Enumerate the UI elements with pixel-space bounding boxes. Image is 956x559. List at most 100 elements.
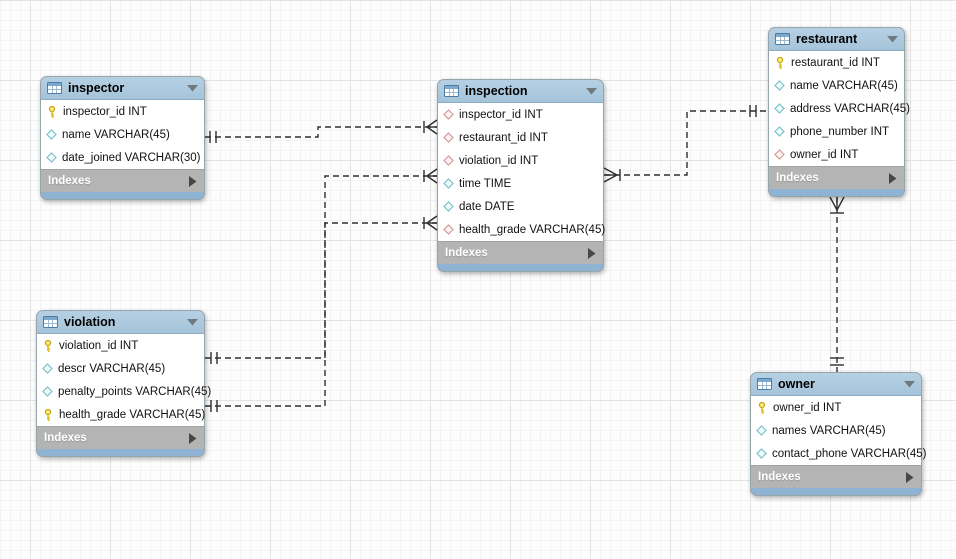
relationship-inspector-inspection[interactable] (205, 119, 438, 143)
primary-key-icon (46, 105, 58, 118)
table-columns-owner: owner_id INT names VARCHAR(45) contact_pho… (751, 396, 926, 465)
column-row[interactable]: owner_id INT (769, 143, 904, 166)
relationship-line[interactable] (205, 126, 437, 138)
indexes-bar-inspector[interactable]: Indexes (41, 169, 204, 192)
table-icon (47, 82, 62, 94)
column-label: phone_number INT (790, 125, 890, 138)
column-row[interactable]: health_grade VARCHAR(45) (37, 403, 206, 426)
column-icon (774, 103, 785, 114)
collapse-arrow-icon[interactable] (904, 380, 915, 388)
indexes-label: Indexes (758, 471, 801, 483)
collapse-arrow-icon[interactable] (887, 35, 898, 43)
column-row[interactable]: violation_id INT (37, 334, 204, 357)
table-inspector[interactable]: inspector inspector_id INT name VARCHAR(45… (40, 76, 205, 200)
table-inspection[interactable]: inspection inspector_id INT restaurant_id … (437, 79, 605, 272)
relationship-line[interactable] (205, 175, 437, 359)
table-title: inspection (465, 84, 528, 98)
column-label: date_joined VARCHAR(30) (62, 151, 201, 164)
column-row[interactable]: name VARCHAR(45) (41, 123, 204, 146)
column-row[interactable]: owner_id INT (751, 396, 921, 419)
column-row[interactable]: name VARCHAR(45) (769, 74, 904, 97)
indexes-bar-restaurant[interactable]: Indexes (769, 166, 904, 189)
relationship-violation-inspection-1[interactable] (205, 168, 438, 364)
table-header-restaurant[interactable]: restaurant (769, 28, 904, 51)
table-title: violation (64, 315, 116, 329)
column-row[interactable]: names VARCHAR(45) (751, 419, 921, 442)
primary-key-icon (756, 401, 768, 414)
table-header-inspector[interactable]: inspector (41, 77, 204, 100)
indexes-label: Indexes (445, 247, 488, 259)
collapse-arrow-icon[interactable] (187, 84, 198, 92)
foreign-key-icon (774, 149, 785, 160)
expand-arrow-icon[interactable] (189, 175, 197, 187)
column-row[interactable]: inspector_id INT (438, 103, 603, 126)
column-row[interactable]: inspector_id INT (41, 100, 204, 123)
column-row[interactable]: phone_number INT (769, 120, 904, 143)
column-icon (756, 448, 767, 459)
expand-arrow-icon[interactable] (889, 172, 897, 184)
column-label: time TIME (459, 177, 512, 190)
column-label: name VARCHAR(45) (62, 128, 170, 141)
column-row[interactable]: restaurant_id INT (438, 126, 603, 149)
indexes-label: Indexes (44, 432, 87, 444)
column-row[interactable]: date DATE (438, 195, 603, 218)
column-row[interactable]: violation_id INT (438, 149, 603, 172)
expand-arrow-icon[interactable] (588, 247, 596, 259)
table-title: inspector (68, 81, 125, 95)
table-columns-inspection: inspector_id INT restaurant_id INT violati… (438, 103, 605, 241)
expand-arrow-icon[interactable] (906, 471, 914, 483)
column-icon (774, 126, 785, 137)
column-label: owner_id INT (790, 148, 859, 161)
column-icon (443, 178, 454, 189)
table-header-violation[interactable]: violation (37, 311, 204, 334)
column-icon (756, 425, 767, 436)
primary-key-icon (774, 56, 786, 69)
table-icon (757, 378, 772, 390)
indexes-bar-owner[interactable]: Indexes (751, 465, 921, 488)
table-header-inspection[interactable]: inspection (438, 80, 603, 103)
column-label: contact_phone VARCHAR(45) (772, 447, 927, 460)
column-label: restaurant_id INT (459, 131, 548, 144)
column-row[interactable]: penalty_points VARCHAR(45) (37, 380, 211, 403)
column-row[interactable]: date_joined VARCHAR(30) (41, 146, 204, 169)
foreign-key-icon (443, 132, 454, 143)
table-title: restaurant (796, 32, 858, 46)
column-row[interactable]: health_grade VARCHAR(45) (438, 218, 605, 241)
foreign-key-icon (443, 109, 454, 120)
column-icon (774, 80, 785, 91)
relationship-restaurant-inspection[interactable] (603, 105, 768, 183)
cardinality-glyph (426, 119, 438, 128)
column-label: violation_id INT (59, 339, 139, 352)
column-row[interactable]: time TIME (438, 172, 603, 195)
column-label: restaurant_id INT (791, 56, 880, 69)
indexes-bar-violation[interactable]: Indexes (37, 426, 204, 449)
collapse-arrow-icon[interactable] (586, 87, 597, 95)
relationship-line[interactable] (205, 222, 437, 407)
relationship-line[interactable] (604, 110, 768, 176)
column-row[interactable]: contact_phone VARCHAR(45) (751, 442, 926, 465)
primary-key-icon (42, 339, 54, 352)
column-label: descr VARCHAR(45) (58, 362, 166, 375)
cardinality-glyph (829, 196, 838, 211)
table-violation[interactable]: violation violation_id INT descr VARCHAR(4… (36, 310, 211, 457)
column-row[interactable]: address VARCHAR(45) (769, 97, 910, 120)
column-row[interactable]: restaurant_id INT (769, 51, 904, 74)
primary-key-icon (42, 408, 54, 421)
collapse-arrow-icon[interactable] (187, 318, 198, 326)
column-label: names VARCHAR(45) (772, 424, 886, 437)
table-restaurant[interactable]: restaurant restaurant_id INT name VARCHAR(… (768, 27, 910, 197)
cardinality-glyph (836, 196, 845, 211)
column-label: health_grade VARCHAR(45) (59, 408, 206, 421)
relationship-violation-inspection-2[interactable] (205, 215, 438, 412)
indexes-bar-inspection[interactable]: Indexes (438, 241, 603, 264)
foreign-key-icon (443, 155, 454, 166)
relationship-owner-restaurant[interactable] (829, 196, 845, 372)
table-columns-inspector: inspector_id INT name VARCHAR(45) date_joi… (41, 100, 204, 169)
table-header-owner[interactable]: owner (751, 373, 921, 396)
column-label: penalty_points VARCHAR(45) (58, 385, 212, 398)
column-row[interactable]: descr VARCHAR(45) (37, 357, 204, 380)
expand-arrow-icon[interactable] (189, 432, 197, 444)
